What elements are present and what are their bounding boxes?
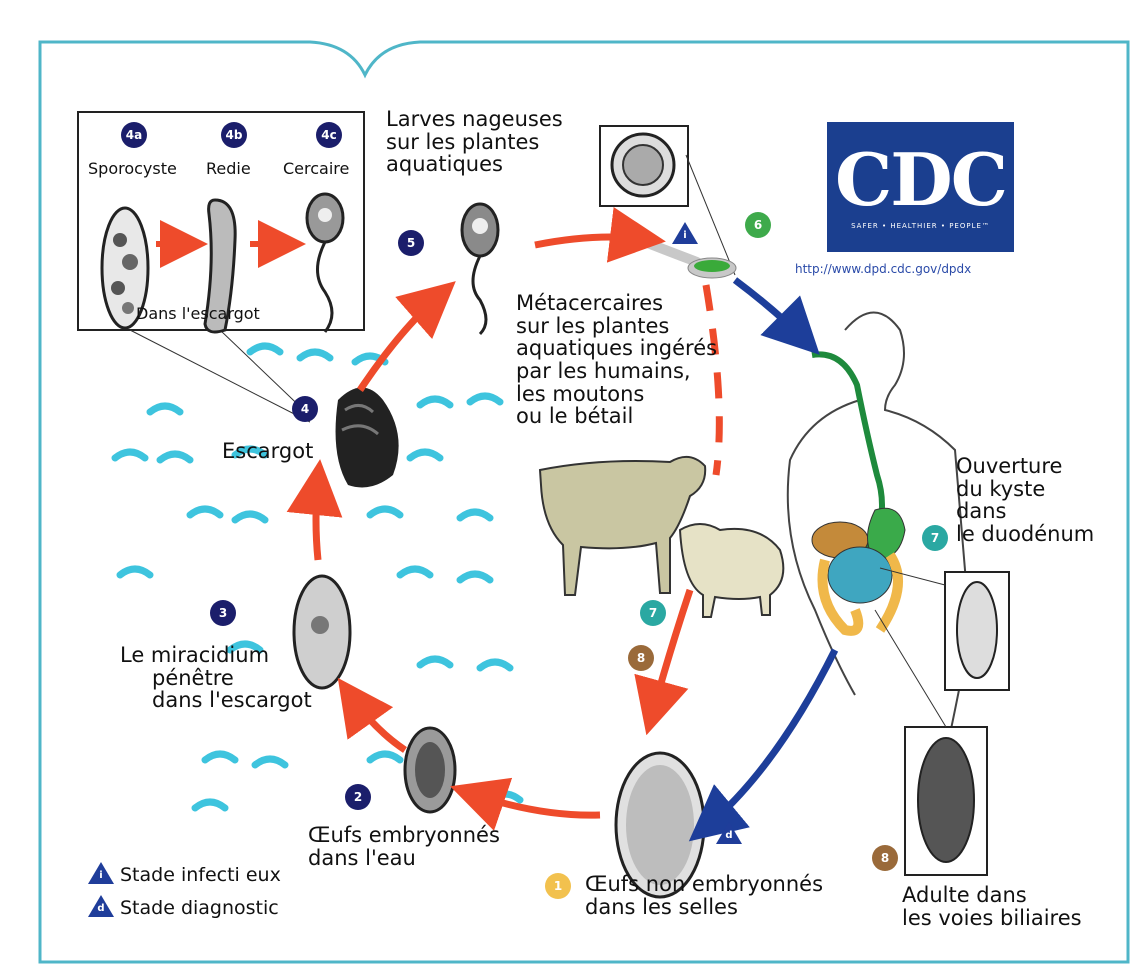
label-cercaire: Cercaire — [283, 160, 349, 177]
label-line: Adulte dans — [902, 884, 1082, 907]
label-redie: Redie — [206, 160, 251, 177]
label-line: sur les plantes — [516, 315, 717, 338]
badge-7-human: 7 — [922, 525, 948, 551]
label-line: aquatiques — [386, 153, 563, 176]
badge-8-animal: 8 — [628, 645, 654, 671]
label-line: Larves nageuses — [386, 108, 563, 131]
marker-symbol: d — [724, 830, 734, 841]
label-line: dans les selles — [585, 896, 823, 919]
legend-infective-icon: i — [88, 862, 114, 884]
badge-4c: 4c — [316, 122, 342, 148]
badge-2: 2 — [345, 784, 371, 810]
badge-1: 1 — [545, 873, 571, 899]
cdc-url[interactable]: http://www.dpd.cdc.gov/dpdx — [795, 262, 971, 276]
label-line: aquatiques ingérés — [516, 337, 717, 360]
legend-diagnostic-label: Stade diagnostic — [120, 898, 279, 919]
legend-diagnostic-icon: d — [88, 895, 114, 917]
infective-stage-marker: i — [672, 222, 698, 244]
label-line: Œufs embryonnés — [308, 824, 500, 847]
label-line: dans l'escargot — [120, 689, 312, 712]
badge-7-animal: 7 — [640, 600, 666, 626]
label-line: dans l'eau — [308, 847, 500, 870]
badge-4: 4 — [292, 396, 318, 422]
badge-3: 3 — [210, 600, 236, 626]
inset-caption: Dans l'escargot — [136, 305, 260, 322]
label-larves-nageuses: Larves nageuses sur les plantes aquatiqu… — [386, 108, 563, 176]
label-line: les moutons — [516, 383, 717, 406]
label-line: dans — [956, 500, 1094, 523]
label-line: les voies biliaires — [902, 907, 1082, 930]
label-adulte: Adulte dans les voies biliaires — [902, 884, 1082, 929]
badge-5: 5 — [398, 230, 424, 256]
label-oeufs-non-embryonnes: Œufs non embryonnés dans les selles — [585, 873, 823, 918]
legend-symbol: i — [96, 870, 106, 881]
label-oeufs-embryonnes: Œufs embryonnés dans l'eau — [308, 824, 500, 869]
label-line: Ouverture — [956, 455, 1094, 478]
cdc-letters: CDC — [835, 144, 1006, 216]
marker-symbol: i — [680, 230, 690, 241]
label-metacercaires: Métacercaires sur les plantes aquatiques… — [516, 292, 717, 428]
label-line: par les humains, — [516, 360, 717, 383]
legend-infective-label: Stade infecti eux — [120, 865, 281, 886]
label-line: Le miracidium — [120, 644, 312, 667]
label-escargot: Escargot — [222, 440, 313, 463]
diagnostic-stage-marker: d — [716, 822, 742, 844]
badge-4b: 4b — [221, 122, 247, 148]
snail-figure — [336, 388, 399, 488]
label-miracidium: Le miracidium pénêtre dans l'escargot — [120, 644, 312, 712]
cow-figure — [540, 457, 705, 595]
label-ouverture-kyste: Ouverture du kyste dans le duodénum — [956, 455, 1094, 546]
cdc-tagline: SAFER • HEALTHIER • PEOPLE™ — [851, 222, 990, 230]
legend-symbol: d — [96, 903, 106, 914]
sheep-figure — [680, 524, 783, 617]
label-line: sur les plantes — [386, 131, 563, 154]
label-sporocyste: Sporocyste — [88, 160, 177, 177]
badge-8-human: 8 — [872, 845, 898, 871]
label-line: Métacercaires — [516, 292, 717, 315]
label-line: Œufs non embryonnés — [585, 873, 823, 896]
cdc-logo: CDC SAFER • HEALTHIER • PEOPLE™ — [827, 122, 1014, 252]
label-line: ou le bétail — [516, 405, 717, 428]
label-line: pénêtre — [120, 667, 312, 690]
label-line: le duodénum — [956, 523, 1094, 546]
label-line: du kyste — [956, 478, 1094, 501]
badge-6: 6 — [745, 212, 771, 238]
badge-4a: 4a — [121, 122, 147, 148]
